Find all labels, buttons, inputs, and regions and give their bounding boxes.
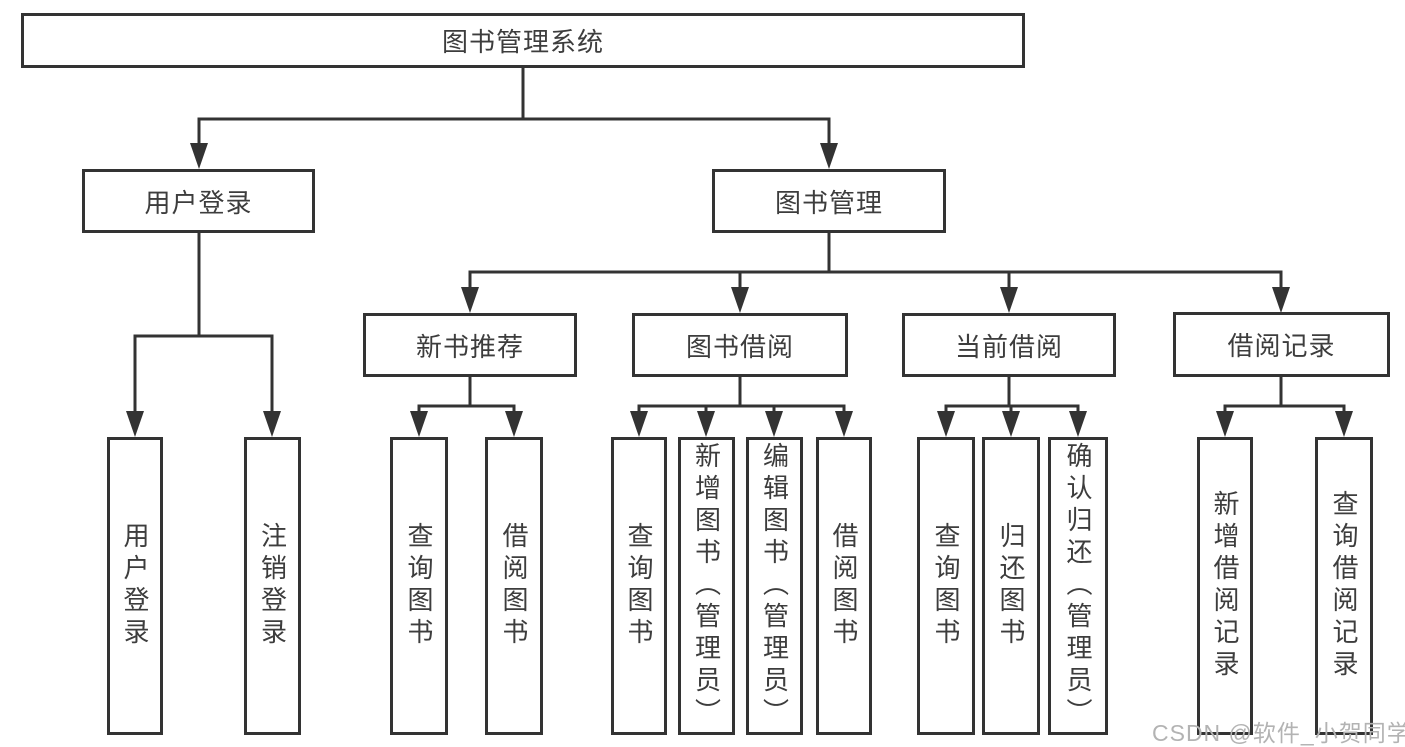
leaf-query-books-borrow: 查询图书 bbox=[611, 437, 667, 735]
node-root: 图书管理系统 bbox=[21, 13, 1025, 68]
leaf-query-books-current: 查询图书 bbox=[917, 437, 975, 735]
leaf-borrow-books: 借阅图书 bbox=[816, 437, 872, 735]
leaf-add-book-admin: 新增图书（管理员） bbox=[678, 437, 735, 735]
leaf-query-borrow-record: 查询借阅记录 bbox=[1315, 437, 1373, 735]
leaf-borrow-books-recommend: 借阅图书 bbox=[485, 437, 543, 735]
leaf-add-book-admin-label: 新增图书（管理员） bbox=[691, 442, 722, 730]
node-user-login: 用户登录 bbox=[82, 169, 315, 233]
node-root-label: 图书管理系统 bbox=[441, 27, 604, 57]
leaf-logout-label: 注销登录 bbox=[257, 522, 288, 650]
node-book-borrow: 图书借阅 bbox=[632, 313, 848, 377]
node-borrow-records: 借阅记录 bbox=[1173, 312, 1390, 377]
leaf-add-borrow-record-label: 新增借阅记录 bbox=[1210, 490, 1240, 682]
leaf-edit-book-admin-label: 编辑图书（管理员） bbox=[759, 442, 790, 730]
leaf-user-login: 用户登录 bbox=[107, 437, 163, 735]
leaf-return-books-label: 归还图书 bbox=[996, 522, 1026, 650]
leaf-edit-book-admin: 编辑图书（管理员） bbox=[746, 437, 803, 735]
node-new-book-recommend-label: 新书推荐 bbox=[415, 331, 524, 362]
leaf-borrow-books-recommend-label: 借阅图书 bbox=[499, 522, 529, 650]
node-new-book-recommend: 新书推荐 bbox=[363, 313, 577, 377]
csdn-watermark: CSDN @软件_小贺同学 bbox=[1152, 720, 1405, 746]
node-user-login-label: 用户登录 bbox=[144, 187, 253, 218]
arrowheads bbox=[126, 143, 1353, 437]
connector-strokes bbox=[133, 66, 1346, 415]
node-book-management: 图书管理 bbox=[712, 169, 946, 233]
leaf-query-books-recommend: 查询图书 bbox=[390, 437, 448, 735]
leaf-user-login-label: 用户登录 bbox=[120, 522, 150, 650]
node-current-borrow-label: 当前借阅 bbox=[954, 331, 1063, 362]
leaf-query-books-current-label: 查询图书 bbox=[931, 522, 961, 650]
node-book-management-label: 图书管理 bbox=[774, 187, 883, 218]
node-book-borrow-label: 图书借阅 bbox=[685, 331, 794, 362]
leaf-return-books: 归还图书 bbox=[982, 437, 1040, 735]
leaf-logout: 注销登录 bbox=[244, 437, 301, 735]
leaf-query-books-recommend-label: 查询图书 bbox=[404, 522, 434, 650]
leaf-query-books-borrow-label: 查询图书 bbox=[624, 522, 654, 650]
leaf-confirm-return-admin: 确认归还（管理员） bbox=[1048, 437, 1108, 735]
node-borrow-records-label: 借阅记录 bbox=[1227, 331, 1336, 361]
leaf-add-borrow-record: 新增借阅记录 bbox=[1197, 437, 1253, 735]
leaf-borrow-books-label: 借阅图书 bbox=[829, 522, 859, 650]
node-current-borrow: 当前借阅 bbox=[902, 313, 1116, 377]
leaf-query-borrow-record-label: 查询借阅记录 bbox=[1329, 490, 1359, 682]
leaf-confirm-return-admin-label: 确认归还（管理员） bbox=[1063, 442, 1093, 730]
